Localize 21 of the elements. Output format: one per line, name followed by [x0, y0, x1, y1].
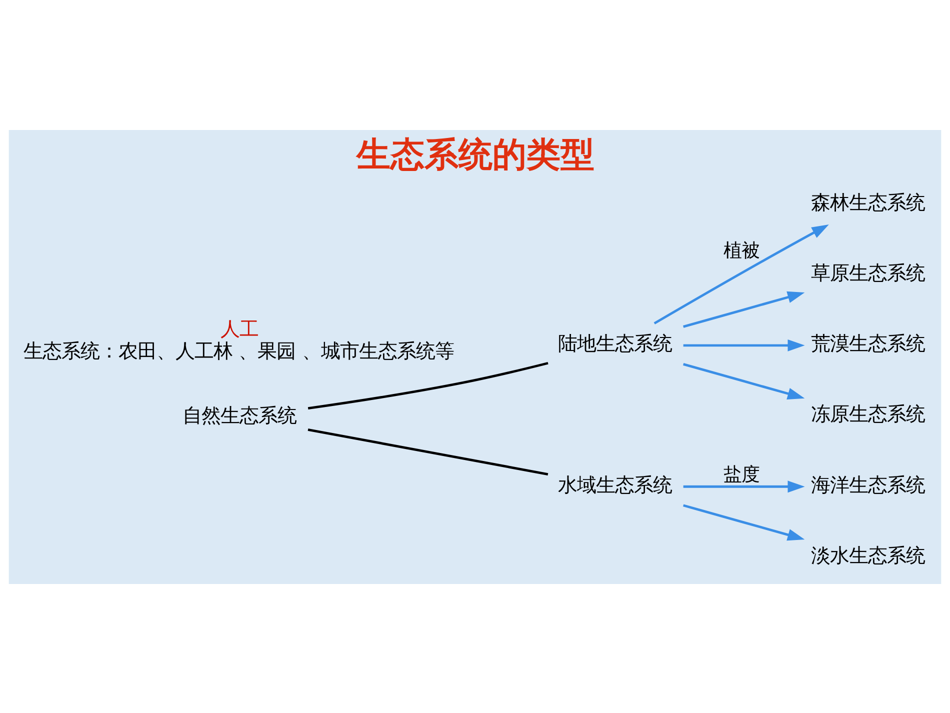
arrow: [683, 480, 805, 492]
connector: [308, 428, 548, 475]
node-text: 森林生态系统: [810, 190, 925, 214]
node-text: 淡水生态系统: [810, 543, 925, 566]
node-text: 水域生态系统: [558, 472, 672, 496]
node-text: 海洋生态系统: [810, 472, 925, 496]
connector: [308, 361, 548, 410]
arrow: [683, 338, 805, 351]
arrow: [683, 504, 805, 540]
node-text: 陆地生态系统: [558, 332, 672, 355]
diagram-title: 生态系统的类型: [356, 134, 594, 174]
edge-label: 植被: [723, 240, 760, 262]
node-text: 荒漠生态系统: [810, 332, 925, 355]
edge-label: 盐度: [723, 464, 760, 486]
arrow: [683, 362, 805, 399]
node-text: 人工 生态系统：农田、人工林 、果园 、城市生态系统等: [23, 316, 454, 362]
arrow: [654, 224, 829, 324]
arrow: [683, 290, 805, 328]
node-text: 冻原生态系统: [810, 402, 925, 426]
node-text: 自然生态系统: [182, 403, 296, 426]
node-text: 草原生态系统: [810, 260, 925, 284]
